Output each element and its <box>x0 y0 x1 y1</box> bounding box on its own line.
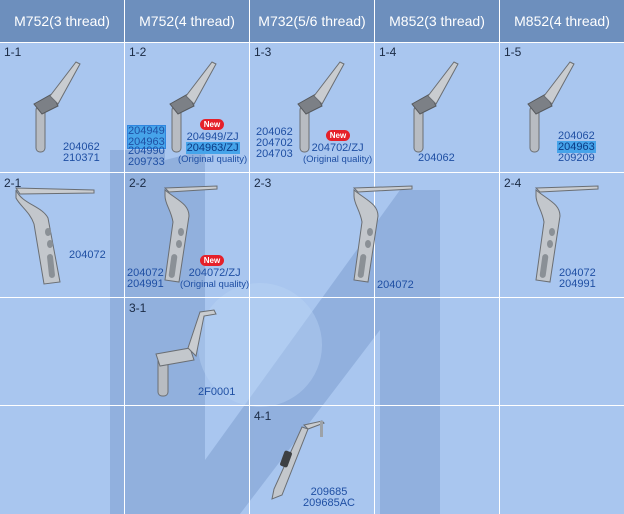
upper-looper-part-image[interactable] <box>28 58 88 158</box>
part-code[interactable]: 209209 <box>558 152 595 164</box>
cell-label: 2-2 <box>129 176 147 190</box>
part-code[interactable]: 204991 <box>559 278 596 290</box>
part-code[interactable]: 204990 <box>128 145 165 157</box>
lower-looper-part-image[interactable] <box>8 182 108 290</box>
part-code[interactable]: 204072 <box>69 249 106 261</box>
part-codes-zj: 204949/ZJ 204963/ZJ (Original quality) <box>178 131 248 166</box>
part-codes: 204949 204963 204990 209733 <box>127 125 166 168</box>
part-codes: 204072 <box>69 250 106 261</box>
upper-looper-part-image[interactable] <box>164 58 224 158</box>
grid-line <box>124 0 125 514</box>
part-code[interactable]: 204072 <box>127 267 164 279</box>
part-code[interactable]: 204072 <box>559 267 596 279</box>
part-code[interactable]: 204062 <box>256 126 293 138</box>
header-m732[interactable]: M732(5/6 thread) <box>250 0 374 42</box>
part-code[interactable]: 204703 <box>256 148 293 160</box>
looper-part-image[interactable] <box>150 308 230 403</box>
lower-looper-part-image[interactable] <box>516 182 616 290</box>
cell-label: 2-3 <box>254 176 272 190</box>
cell-label: 1-4 <box>379 45 397 59</box>
part-code[interactable]: 204949/ZJ <box>186 131 239 143</box>
part-code[interactable]: 204702 <box>256 137 293 149</box>
part-codes: 204072 <box>377 280 414 291</box>
upper-looper-part-image[interactable] <box>522 58 582 158</box>
part-code[interactable]: 204702/ZJ <box>311 142 364 154</box>
cell-label: 1-3 <box>254 45 272 59</box>
cell-label: 4-1 <box>254 409 272 423</box>
cell-label: 1-1 <box>4 45 22 59</box>
quality-note: (Original quality) <box>303 154 373 165</box>
part-code[interactable]: 204963 <box>128 136 165 148</box>
part-codes: 204062 <box>418 153 455 164</box>
part-codes: 204062 204702 204703 <box>256 127 293 160</box>
part-codes: 204072 204991 <box>127 268 164 290</box>
needle-guard-part-image[interactable] <box>262 415 342 510</box>
lower-looper-part-image[interactable] <box>135 182 235 290</box>
grid-line <box>0 297 624 298</box>
upper-looper-part-image[interactable] <box>406 58 466 158</box>
upper-looper-part-image[interactable] <box>292 58 352 158</box>
part-code[interactable]: 209685AC <box>303 497 355 509</box>
grid-line <box>0 42 624 43</box>
part-codes: 209685 209685AC <box>303 487 355 509</box>
part-codes-zj: 204072/ZJ (Original quality) <box>180 267 250 291</box>
header-m752-4[interactable]: M752(4 thread) <box>125 0 249 42</box>
part-code[interactable]: 210371 <box>63 152 100 164</box>
part-codes: 204072 204991 <box>559 268 596 290</box>
part-code[interactable]: 204949 <box>128 125 165 137</box>
grid-line <box>374 0 375 514</box>
selected-codes-box[interactable]: 204949 204963 <box>127 125 166 149</box>
header-m852-3[interactable]: M852(3 thread) <box>375 0 499 42</box>
header-m752-3[interactable]: M752(3 thread) <box>0 0 124 42</box>
cell-label: 2-4 <box>504 176 522 190</box>
grid-line <box>249 0 250 514</box>
part-code[interactable]: 204072 <box>377 279 414 291</box>
cell-label: 3-1 <box>129 301 147 315</box>
part-code[interactable]: 204062 <box>418 152 455 164</box>
header-m852-4[interactable]: M852(4 thread) <box>500 0 624 42</box>
part-code[interactable]: 204062 <box>558 130 595 142</box>
grid-line <box>499 0 500 514</box>
part-codes: 204062 204963 209209 <box>557 131 596 164</box>
quality-note: (Original quality) <box>180 279 250 290</box>
new-badge: New <box>200 255 224 266</box>
part-codes-zj: 204702/ZJ (Original quality) <box>303 142 373 166</box>
part-codes: 2F0001 <box>198 387 235 398</box>
grid-line <box>0 172 624 173</box>
cell-label: 2-1 <box>4 176 22 190</box>
lower-looper-part-image[interactable] <box>330 182 430 290</box>
part-code[interactable]: 204072/ZJ <box>188 267 241 279</box>
part-code[interactable]: 209685 <box>310 486 348 498</box>
cell-label: 1-5 <box>504 45 522 59</box>
cell-label: 1-2 <box>129 45 147 59</box>
part-code[interactable]: 209733 <box>128 156 165 168</box>
part-codes: 204062 210371 <box>63 142 100 164</box>
part-code[interactable]: 2F0001 <box>198 386 236 398</box>
new-badge: New <box>326 130 350 141</box>
new-badge: New <box>200 119 224 130</box>
part-code[interactable]: 204062 <box>63 141 100 153</box>
quality-note: (Original quality) <box>178 154 248 165</box>
grid-line <box>0 405 624 406</box>
part-code[interactable]: 204963/ZJ <box>185 142 240 154</box>
part-code[interactable]: 204963 <box>557 141 596 153</box>
part-code[interactable]: 204991 <box>127 278 164 290</box>
